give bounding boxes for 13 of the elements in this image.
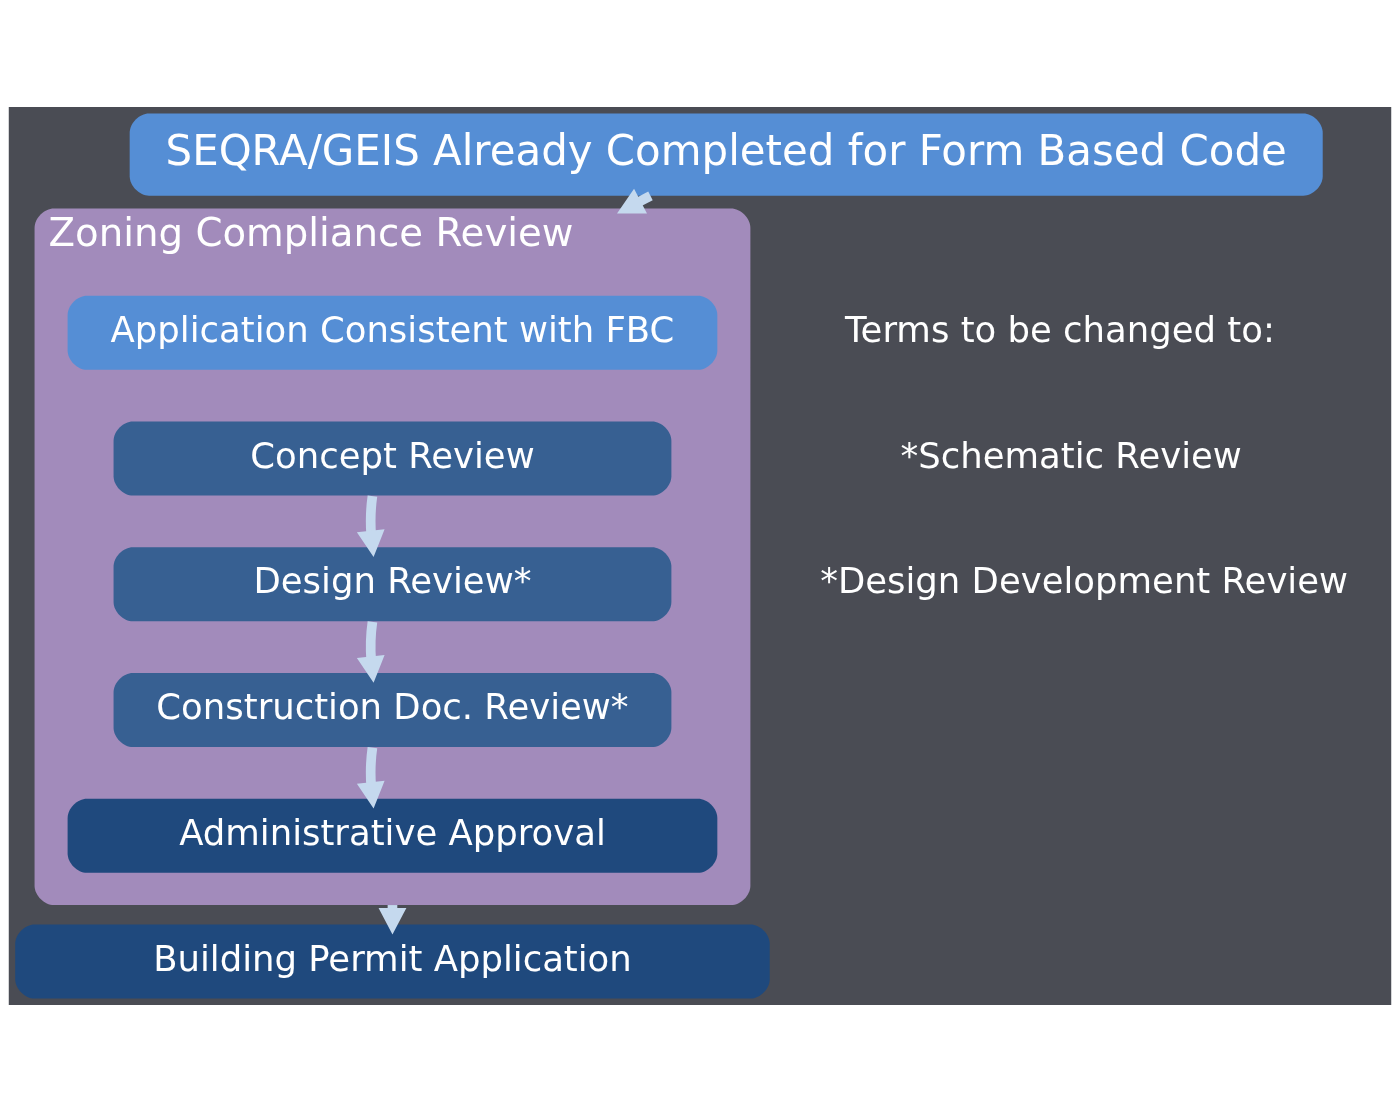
arrow: [356, 747, 385, 809]
node-box: Design Review*: [113, 547, 672, 622]
node-box: Application Consistent with FBC: [67, 295, 718, 370]
node-box: Construction Doc. Review*: [113, 672, 672, 748]
label: *Design Development Review: [820, 560, 1349, 602]
node-box: Building Permit Application: [15, 924, 770, 999]
node-box: SEQRA/GEIS Already Completed for Form Based Code: [129, 113, 1323, 196]
arrow: [356, 495, 385, 558]
arrow: [356, 621, 385, 683]
label: *Schematic Review: [900, 434, 1242, 476]
node-box: Administrative Approval: [67, 798, 718, 873]
node-box: Concept Review: [113, 421, 672, 496]
label: Terms to be changed to:: [844, 308, 1275, 350]
